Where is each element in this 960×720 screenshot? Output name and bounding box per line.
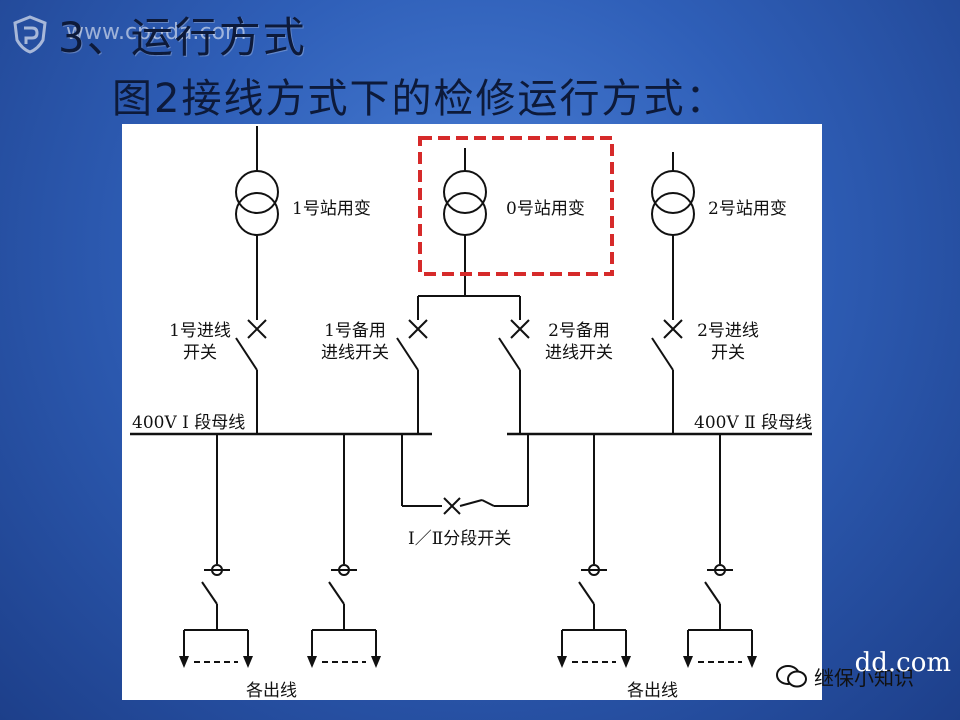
switch-1-label-line1: 1号进线 xyxy=(169,321,231,341)
switch-3-label: 2号备用 进线开关 xyxy=(534,320,624,364)
channel-name: 继保小知识 xyxy=(814,666,914,690)
watermark-top-text: www.cpuda.com xyxy=(66,20,247,45)
switch-1-label-line2: 开关 xyxy=(183,343,217,363)
transformer-0-symbol xyxy=(417,148,521,320)
shield-logo-icon xyxy=(13,15,47,54)
switch-crosses xyxy=(247,319,683,339)
transformer-2-symbol xyxy=(651,152,695,320)
switch-4-label-line1: 2号进线 xyxy=(697,321,759,341)
slide-subtitle: 图2接线方式下的检修运行方式： xyxy=(112,76,728,122)
switch-3-label-line1: 2号备用 xyxy=(548,321,610,341)
watermark-top: www.cpuda.com xyxy=(10,14,330,54)
switch-3-label-line2: 进线开关 xyxy=(545,343,613,363)
outgoing-label-2: 各出线 xyxy=(627,681,678,701)
switch-4-label-line2: 开关 xyxy=(711,343,745,363)
transformer-0-label: 0号站用变 xyxy=(506,199,585,219)
transformer-1-symbol xyxy=(235,126,279,320)
bottom-watermark: 继保小知识 dd.com xyxy=(770,648,955,708)
switch-2-label: 1号备用 进线开关 xyxy=(310,320,400,364)
transformer-2-label: 2号站用变 xyxy=(708,199,787,219)
bus-1-label: 400V Ⅰ 段母线 xyxy=(132,413,246,433)
slide-title: 3、运行方式 xyxy=(58,13,307,62)
tie-switch-label: Ⅰ／Ⅱ分段开关 xyxy=(408,529,512,549)
feeder-lines xyxy=(183,434,753,663)
outgoing-label-1: 各出线 xyxy=(246,681,297,701)
switch-4-label: 2号进线 开关 xyxy=(688,320,768,364)
switch-2-label-line1: 1号备用 xyxy=(324,321,386,341)
tie-switch-symbol xyxy=(401,434,529,515)
watermark-site: dd.com xyxy=(854,648,951,678)
switch-1-label: 1号进线 开关 xyxy=(160,320,240,364)
feeder-arrows xyxy=(179,656,757,668)
bus-2-label: 400V Ⅱ 段母线 xyxy=(694,413,813,433)
wiring-diagram-panel: 1号站用变 0号站用变 2号站用变 1号进线 开关 1号备用 进线开关 2号备用… xyxy=(122,124,822,701)
switch-2-label-line2: 进线开关 xyxy=(321,343,389,363)
transformer-1-label: 1号站用变 xyxy=(292,199,371,219)
wiring-diagram xyxy=(130,126,812,668)
highlight-box xyxy=(418,136,614,276)
switch-blades xyxy=(235,337,674,434)
wechat-icon xyxy=(776,665,807,688)
